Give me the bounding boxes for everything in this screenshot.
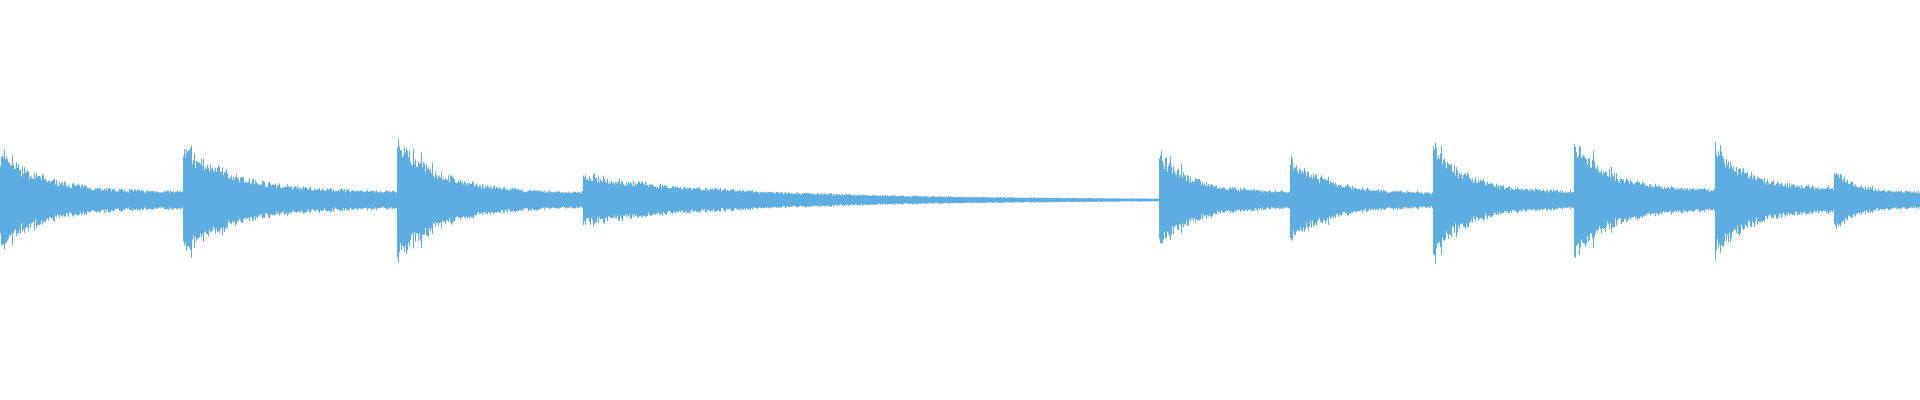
waveform-path xyxy=(0,138,1920,264)
